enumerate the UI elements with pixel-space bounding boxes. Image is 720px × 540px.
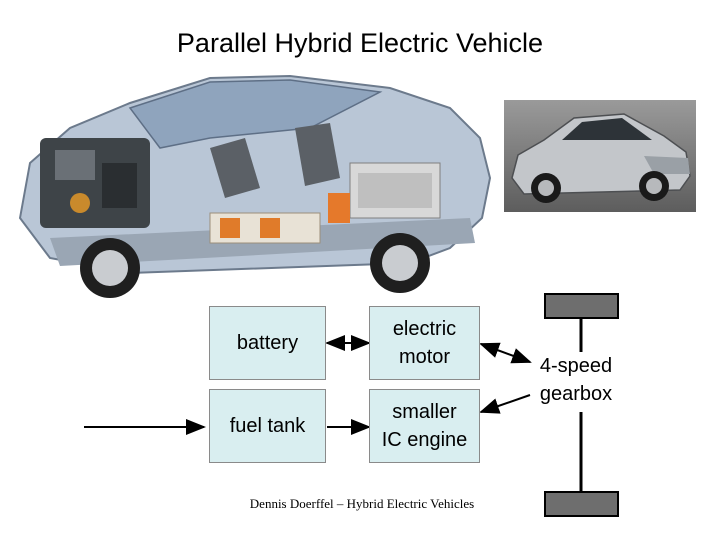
ic-engine-label-line1: smaller (392, 401, 457, 423)
wheel-block-bottom (544, 491, 619, 517)
electric-motor-label-line1: electric (392, 318, 457, 340)
cutaway-car-image (10, 68, 495, 300)
gearbox-label-line1: 4-speed (539, 355, 613, 377)
battery-label: battery (236, 332, 299, 354)
footer-credit: Dennis Doerffel – Hybrid Electric Vehicl… (249, 496, 475, 511)
ic-engine-label-line2: IC engine (381, 429, 468, 451)
gearbox-label-line2: gearbox (539, 383, 613, 405)
prius-image (504, 100, 696, 212)
engine-gearbox-link (479, 394, 531, 414)
battery-box: battery (209, 306, 326, 380)
wheel-block-top (544, 293, 619, 319)
gearbox-label: 4-speed gearbox (526, 352, 626, 408)
fuel-tank-label: fuel tank (229, 415, 306, 437)
electric-motor-label-line2: motor (398, 346, 451, 368)
electric-motor-box: electric motor (369, 306, 480, 380)
ic-engine-box: smaller IC engine (369, 389, 480, 463)
fuel-tank-box: fuel tank (209, 389, 326, 463)
motor-gearbox-link (479, 342, 532, 364)
slide-title: Parallel Hybrid Electric Vehicle (176, 28, 544, 58)
